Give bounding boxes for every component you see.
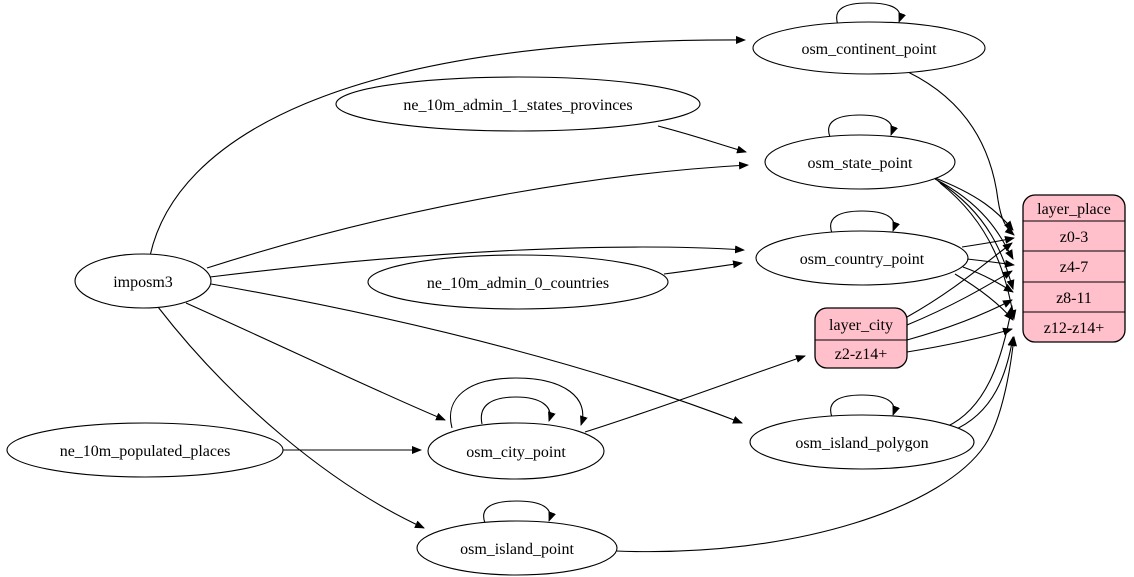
layer_place-row-z12-z14: z12-z14+ [1044,320,1105,337]
layer_city-row-z2-z14: z2-z14+ [835,346,888,363]
edge-imposm3-osm_state_point [206,161,749,269]
layer_city-title: layer_city [829,317,893,334]
node-osm_country_point: osm_country_point [755,230,969,286]
edge-imposm3-osm_country_point [209,245,745,278]
edge-imposm3-osm_city_point [185,302,446,421]
edge-osm_country_point-layer_place-z4-7 [966,258,1015,268]
edge-osm_island_polygon-layer_place-z8-11 [945,305,1015,428]
edge-imposm3-osm_island_point [157,306,425,529]
selfloop-osm_island_point [483,500,556,524]
osm_state_point-label: osm_state_point [808,155,913,172]
osm_island_point-label: osm_island_point [460,541,574,558]
osm_continent_point-shape [752,21,986,75]
imposm3-shape [74,253,212,309]
layer_place-box [1022,194,1126,343]
osm_island_point-shape [416,520,618,576]
node-imposm3: imposm3 [74,253,212,309]
selfloop-osm_continent_point [836,2,906,26]
edge-osm_island_polygon-layer_place-z12-z14 [951,336,1016,432]
edge-layer_city-layer_place-z8-11 [906,299,1013,341]
layer_place-row-z8-11: z8-11 [1056,290,1092,307]
layer_place-row-z4-7: z4-7 [1060,259,1088,276]
edge-layer_city-layer_place-z12-z14 [906,327,1013,353]
ne_10m_populated_places-shape [6,422,284,478]
layer_place-row-z0-3: z0-3 [1060,229,1088,246]
ne_10m_admin_1_states_provinces-label: ne_10m_admin_1_states_provinces [403,97,632,114]
edge-imposm3-osm_island_polygon [210,283,743,424]
ne_10m_admin_0_countries-shape [367,254,669,310]
edge-osm_state_point-layer_place-z0-3 [929,175,1014,231]
edge-ne_10m_admin_0_countries-osm_country_point [663,260,743,275]
layer_city-box [814,307,908,369]
edge-osm_country_point-layer_place-z8-11 [962,266,1014,293]
selfloop-osm_country_point [830,210,900,234]
ne_10m_populated_places-label: ne_10m_populated_places [60,443,231,460]
edge-osm_country_point-layer_place-z0-3 [961,235,1015,248]
selfloop-osm_state_point [828,114,898,138]
imposm3-label: imposm3 [113,274,173,291]
edge-group [149,2,1018,553]
node-osm_island_polygon: osm_island_polygon [749,414,975,470]
edge-osm_city_point-layer_city-z2-z14 [584,355,806,433]
node-osm_island_point: osm_island_point [416,520,618,576]
node-ne_10m_admin_0_countries: ne_10m_admin_0_countries [367,254,669,310]
node-osm_city_point: osm_city_point [427,422,605,480]
osm_island_polygon-shape [749,414,975,470]
layer_place-title: layer_place [1037,201,1111,218]
edge-layer_city-layer_place-z0-3 [906,242,1013,318]
ne_10m_admin_1_states_provinces-shape [335,76,701,132]
node-ne_10m_admin_1_states_provinces: ne_10m_admin_1_states_provinces [335,76,701,132]
osm_country_point-shape [755,230,969,286]
osm_state_point-shape [764,134,956,190]
ne_10m_admin_0_countries-label: ne_10m_admin_0_countries [427,275,609,292]
selfloop-osm_city_point-inner [480,396,556,425]
edge-osm_island_point-layer_place-z12-z14 [615,336,1018,553]
osm_continent_point-label: osm_continent_point [801,41,937,58]
node-osm_state_point: osm_state_point [764,134,956,190]
record-layer_place: layer_place z0-3 z4-7 z8-11 z12-z14+ [1022,194,1126,343]
osm_city_point-label: osm_city_point [466,444,566,461]
edge-layer_city-layer_place-z4-7 [906,270,1013,326]
osm_country_point-label: osm_country_point [800,251,925,268]
node-osm_continent_point: osm_continent_point [752,21,986,75]
record-layer_city: layer_city z2-z14+ [814,307,908,369]
edge-imposm3-osm_continent_point [149,35,746,257]
node-ne_10m_populated_places: ne_10m_populated_places [6,422,284,478]
osm_city_point-shape [427,422,605,480]
selfloop-osm_island_polygon [830,394,900,418]
edge-ne_10m_admin_1_states_provinces-osm_state_point [657,125,747,154]
osm_island_polygon-label: osm_island_polygon [795,435,928,452]
selfloop-osm_city_point-outer [450,377,588,429]
